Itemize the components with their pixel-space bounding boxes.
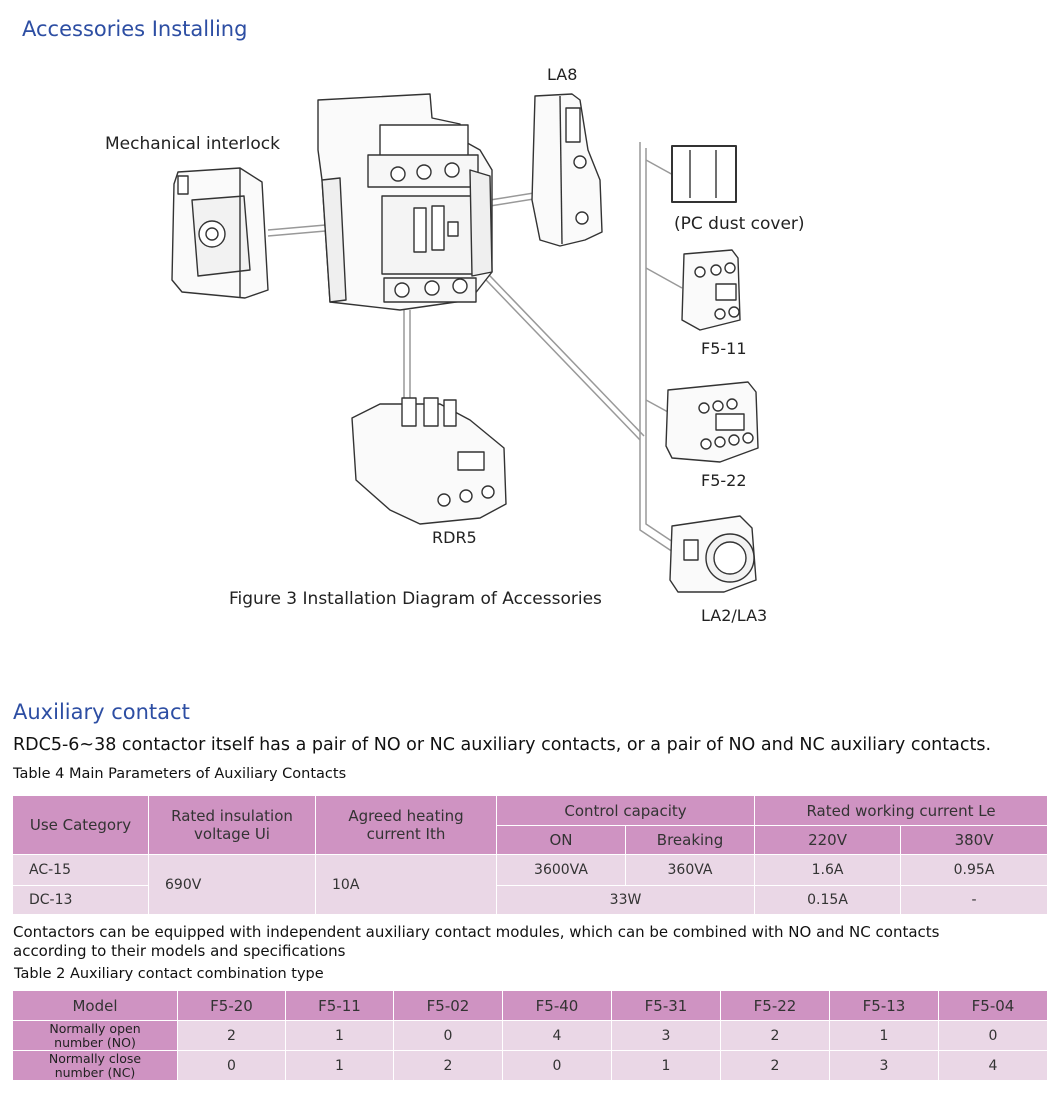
table4-main-parameters: Use Category Rated insulation voltage Ui… xyxy=(12,795,1049,915)
note-paragraph: Contactors can be equipped with independ… xyxy=(13,923,940,960)
cell-nc: 1 xyxy=(611,1050,721,1081)
cell-ui: 690V xyxy=(148,854,316,915)
cell-220v: 0.15A xyxy=(754,885,902,915)
header-model-name: F5-20 xyxy=(177,990,286,1021)
header-control-capacity: Control capacity xyxy=(495,795,756,826)
header-model-name: F5-31 xyxy=(611,990,721,1021)
header-use-category: Use Category xyxy=(12,795,149,855)
cell-on: 3600VA xyxy=(496,854,626,886)
section-title-accessories: Accessories Installing xyxy=(22,17,248,41)
cell-nc: 2 xyxy=(393,1050,503,1081)
row-label-no: Normally open number (NO) xyxy=(12,1020,178,1051)
table4-caption: Table 4 Main Parameters of Auxiliary Con… xyxy=(13,766,347,782)
cell-no: 1 xyxy=(285,1020,394,1051)
label-la8: LA8 xyxy=(547,65,577,84)
header-rated-insulation: Rated insulation voltage Ui xyxy=(148,795,316,855)
cell-no: 4 xyxy=(502,1020,612,1051)
section-title-auxiliary: Auxiliary contact xyxy=(13,700,190,724)
header-model-name: F5-11 xyxy=(285,990,394,1021)
header-model-name: F5-22 xyxy=(720,990,830,1021)
cell-220v: 1.6A xyxy=(754,854,902,886)
f5-11-part xyxy=(681,249,741,331)
cell-breaking: 360VA xyxy=(624,854,756,886)
cell-nc: 0 xyxy=(502,1050,612,1081)
header-model: Model xyxy=(12,990,178,1021)
header-breaking: Breaking xyxy=(624,825,756,855)
figure-caption: Figure 3 Installation Diagram of Accesso… xyxy=(229,589,602,609)
f5-22-part xyxy=(665,381,759,463)
intro-paragraph: RDC5-6~38 contactor itself has a pair of… xyxy=(13,735,992,755)
mechanical-interlock-part xyxy=(171,167,269,299)
cell-nc: 1 xyxy=(285,1050,394,1081)
cell-no: 3 xyxy=(611,1020,721,1051)
header-agreed-heating: Agreed heating current Ith xyxy=(315,795,497,855)
cell-380v: 0.95A xyxy=(900,854,1049,886)
cell-no: 0 xyxy=(938,1020,1048,1051)
label-f5-11: F5-11 xyxy=(701,339,747,358)
cell-nc: 2 xyxy=(720,1050,830,1081)
installation-diagram: LA8 Mechanical interlock (PC dust cover)… xyxy=(105,65,805,625)
header-rated-working-current: Rated working current Le xyxy=(754,795,1049,826)
cell-no: 2 xyxy=(177,1020,286,1051)
header-model-name: F5-02 xyxy=(393,990,503,1021)
table-row: Normally close number (NC) 0 1 2 0 1 2 3… xyxy=(12,1050,1048,1081)
header-model-name: F5-13 xyxy=(829,990,939,1021)
cell-no: 0 xyxy=(393,1020,503,1051)
cell-no: 1 xyxy=(829,1020,939,1051)
rdr5-part xyxy=(351,397,507,525)
cell-nc: 0 xyxy=(177,1050,286,1081)
table-row: Normally open number (NO) 2 1 0 4 3 2 1 … xyxy=(12,1020,1048,1051)
cell-category: AC-15 xyxy=(12,854,149,886)
label-pc-dust-cover: (PC dust cover) xyxy=(674,214,805,234)
table-row: DC-13 33W 0.15A - xyxy=(12,885,1049,915)
la8-part xyxy=(531,93,603,247)
cell-no: 2 xyxy=(720,1020,830,1051)
la2-la3-part xyxy=(669,515,757,593)
label-la2-la3: LA2/LA3 xyxy=(701,606,767,625)
label-mechanical-interlock: Mechanical interlock xyxy=(105,134,280,154)
header-380v: 380V xyxy=(900,825,1049,855)
cell-nc: 3 xyxy=(829,1050,939,1081)
row-label-nc: Normally close number (NC) xyxy=(12,1050,178,1081)
contactor-body xyxy=(317,93,493,311)
label-f5-22: F5-22 xyxy=(701,471,747,490)
pc-dust-cover-part xyxy=(671,145,737,203)
header-220v: 220V xyxy=(754,825,902,855)
cell-nc: 4 xyxy=(938,1050,1048,1081)
cell-ith: 10A xyxy=(315,854,497,915)
table-row: AC-15 690V 10A 3600VA 360VA 1.6A 0.95A xyxy=(12,854,1049,915)
cell-380v: - xyxy=(900,885,1049,915)
table2-caption: Table 2 Auxiliary contact combination ty… xyxy=(14,966,324,982)
label-rdr5: RDR5 xyxy=(432,528,477,547)
table2-combination-type: Model F5-20 F5-11 F5-02 F5-40 F5-31 F5-2… xyxy=(12,990,1048,1081)
cell-capacity: 33W xyxy=(495,885,756,915)
cell-category: DC-13 xyxy=(12,885,149,915)
header-model-name: F5-04 xyxy=(938,990,1048,1021)
header-on: ON xyxy=(496,825,626,855)
header-model-name: F5-40 xyxy=(502,990,612,1021)
